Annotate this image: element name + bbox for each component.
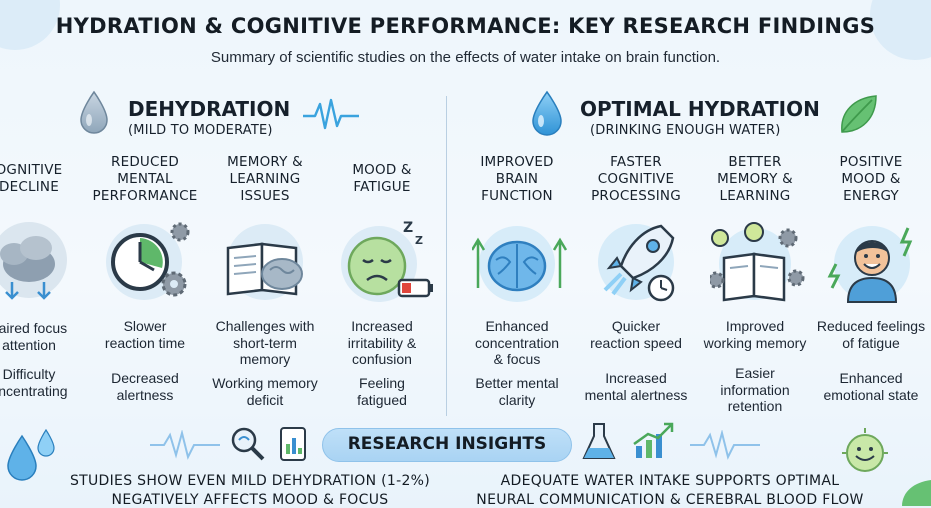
fact-text: Enhanced concentration & focus: [474, 318, 560, 367]
rocket-icon: [591, 218, 681, 308]
book-brain-icon: [220, 218, 310, 308]
svg-text:Z: Z: [415, 234, 423, 247]
hydration-column-mood-energy: POSITIVE MOOD & ENERGY Reduced feelings …: [812, 150, 930, 410]
wave-line-icon: [150, 430, 220, 460]
stopwatch-gears-icon: [100, 218, 190, 308]
fact-text: Increased mental alertness: [584, 370, 688, 403]
fact-text: Enhanced emotional state: [823, 370, 919, 403]
column-heading: REDUCED MENTAL PERFORMANCE: [92, 154, 198, 204]
growth-chart-icon: [632, 420, 676, 460]
fact-text: Difficulty oncentrating: [0, 366, 68, 399]
page-title: HYDRATION & COGNITIVE PERFORMANCE: KEY R…: [55, 14, 876, 38]
dehydration-subtitle: (MILD TO MODERATE): [128, 123, 273, 138]
clipboard-chart-icon: [278, 424, 308, 462]
hydration-column-memory-learning: BETTER MEMORY & LEARNING Improved workin…: [696, 150, 814, 414]
smiley-icon: [840, 428, 890, 478]
insight-dehydration-text: STUDIES SHOW EVEN MILD DEHYDRATION (1-2%…: [69, 473, 431, 508]
svg-text:Z: Z: [403, 220, 413, 236]
dehydration-column-memory-issues: MEMORY & LEARNING ISSUES Challenges with…: [206, 150, 324, 410]
leaf-icon: [900, 478, 931, 508]
fact-text: Feeling fatigued: [357, 375, 407, 408]
happy-person-icon: [826, 218, 916, 308]
fact-text: Working memory deficit: [212, 375, 318, 408]
column-heading: BETTER MEMORY & LEARNING: [717, 154, 793, 204]
water-drop-icon: [530, 90, 564, 138]
column-heading: IMPROVED BRAIN FUNCTION: [480, 154, 554, 204]
section-divider: [446, 96, 447, 416]
magnifier-brain-icon: [228, 424, 268, 464]
wave-line-icon: [690, 430, 760, 460]
dehydration-column-cognitive-decline: OGNITIVE DECLINE paired focus attention …: [0, 150, 88, 410]
insight-hydration-text: ADEQUATE WATER INTAKE SUPPORTS OPTIMAL N…: [476, 473, 864, 508]
fact-text: paired focus attention: [0, 320, 68, 353]
heartbeat-wave-icon: [303, 96, 359, 134]
fact-text: Quicker reaction speed: [590, 318, 682, 351]
hydration-title: OPTIMAL HYDRATION: [580, 97, 820, 121]
fact-text: Challenges with short-term memory: [215, 318, 315, 367]
flask-icon: [582, 422, 616, 462]
leaf-icon: [834, 92, 880, 138]
hydration-column-brain-function: IMPROVED BRAIN FUNCTION Enhanced concent…: [458, 150, 576, 410]
research-insights-label: RESEARCH INSIGHTS: [322, 428, 572, 462]
glowing-brain-icon: [472, 218, 568, 308]
column-heading: FASTER COGNITIVE PROCESSING: [591, 154, 681, 204]
book-bulbs-icon: [710, 218, 805, 308]
fact-text: Better mental clarity: [475, 375, 559, 408]
fact-text: Reduced feelings of fatigue: [816, 318, 926, 351]
fact-text: Easier information retention: [720, 365, 790, 414]
water-drop-icon: [78, 90, 110, 136]
cloud-brain-icon: [0, 218, 74, 308]
dehydration-title: DEHYDRATION: [128, 97, 291, 121]
hydration-subtitle: (DRINKING ENOUGH WATER): [590, 123, 781, 138]
column-heading: MOOD & FATIGUE: [352, 162, 412, 195]
tired-face-icon: Z Z: [337, 218, 433, 308]
hydration-column-faster-processing: FASTER COGNITIVE PROCESSING Quicker reac…: [577, 150, 695, 410]
page-subtitle: Summary of scientific studies on the eff…: [210, 49, 721, 66]
column-heading: MEMORY & LEARNING ISSUES: [227, 154, 303, 204]
fact-text: Slower reaction time: [104, 318, 186, 351]
water-drops-icon: [0, 428, 60, 488]
column-heading: POSITIVE MOOD & ENERGY: [839, 154, 903, 204]
dehydration-column-mood-fatigue: MOOD & FATIGUE Z Z Increased irritabilit…: [323, 150, 441, 410]
fact-text: Improved working memory: [703, 318, 807, 351]
dehydration-column-reduced-performance: REDUCED MENTAL PERFORMANCE Slower reacti…: [86, 150, 204, 410]
column-heading: OGNITIVE DECLINE: [0, 162, 63, 195]
fact-text: Increased irritability & confusion: [347, 318, 417, 367]
fact-text: Decreased alertness: [111, 370, 179, 403]
